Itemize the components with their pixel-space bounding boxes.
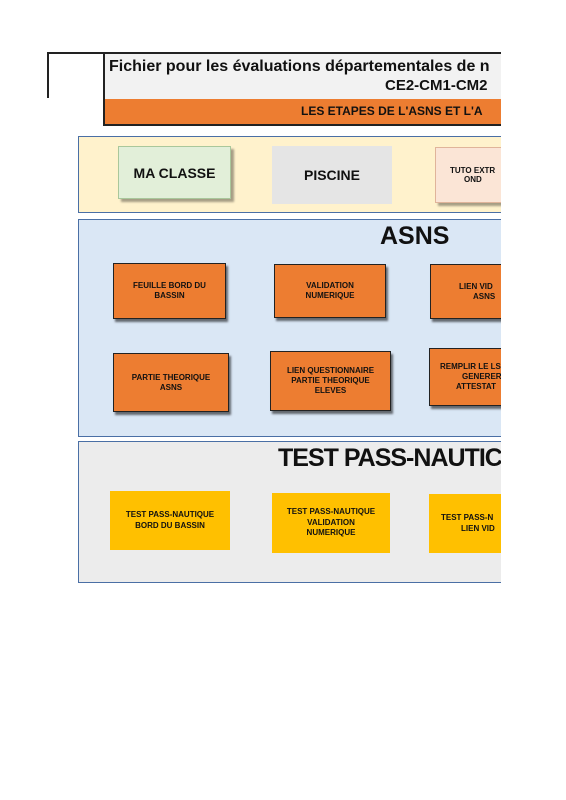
button-label: ATTESTAT bbox=[456, 382, 496, 391]
ma-classe-label: MA CLASSE bbox=[133, 164, 216, 181]
validation-numerique-button[interactable]: VALIDATION NUMERIQUE bbox=[274, 264, 386, 318]
button-label: ELEVES bbox=[314, 386, 347, 395]
button-label: VALIDATION bbox=[307, 517, 355, 527]
tuto-label-line2: OND bbox=[464, 175, 482, 184]
button-label: FEUILLE BORD DU bbox=[133, 281, 206, 290]
top-navigation-section: MA CLASSE PISCINE TUTO EXTR OND bbox=[78, 136, 501, 213]
button-label: VALIDATION bbox=[306, 281, 354, 290]
test-validation-numerique-button[interactable]: TEST PASS-NAUTIQUE VALIDATION NUMERIQUE bbox=[272, 493, 390, 553]
piscine-button[interactable]: PISCINE bbox=[272, 146, 392, 204]
button-label: TEST PASS-NAUTIQUE bbox=[286, 507, 376, 517]
lien-video-asns-button[interactable]: LIEN VID ASNS bbox=[430, 264, 501, 319]
button-label: LIEN VID bbox=[459, 281, 493, 291]
button-label: LIEN QUESTIONNAIRE bbox=[286, 366, 375, 375]
test-lien-video-button[interactable]: TEST PASS-N LIEN VID bbox=[429, 494, 501, 553]
partie-theorique-asns-button[interactable]: PARTIE THEORIQUE ASNS bbox=[113, 353, 229, 412]
asns-section: ASNS FEUILLE BORD DU BASSIN VALIDATION N… bbox=[78, 219, 501, 437]
button-label: NUMERIQUE bbox=[306, 528, 356, 538]
button-label: BORD DU BASSIN bbox=[135, 520, 205, 530]
stages-banner: LES ETAPES DE L'ASNS ET L'A bbox=[103, 99, 501, 126]
remplir-ls-button[interactable]: REMPLIR LE LS GENERER ATTESTAT bbox=[429, 348, 501, 406]
stages-banner-label: LES ETAPES DE L'ASNS ET L'A bbox=[301, 104, 483, 118]
button-label: ASNS bbox=[473, 291, 496, 301]
button-label: NUMERIQUE bbox=[305, 291, 355, 300]
button-label: REMPLIR LE LS bbox=[440, 362, 501, 371]
feuille-bord-bassin-button[interactable]: FEUILLE BORD DU BASSIN bbox=[113, 263, 226, 319]
button-label: ASNS bbox=[159, 382, 183, 392]
ma-classe-button[interactable]: MA CLASSE bbox=[118, 146, 231, 199]
button-label: BASSIN bbox=[154, 291, 185, 300]
button-label: TEST PASS-N bbox=[441, 513, 494, 523]
button-label: LIEN VID bbox=[461, 523, 495, 533]
test-section-title: TEST PASS-NAUTIC bbox=[278, 444, 501, 472]
page-title: Fichier pour les évaluations département… bbox=[109, 58, 490, 75]
button-label: PARTIE THEORIQUE bbox=[291, 376, 370, 385]
lien-questionnaire-button[interactable]: LIEN QUESTIONNAIRE PARTIE THEORIQUE ELEV… bbox=[270, 351, 391, 411]
button-label: TEST PASS-NAUTIQUE bbox=[125, 510, 215, 520]
header-border-top bbox=[47, 52, 104, 54]
tuto-button[interactable]: TUTO EXTR OND bbox=[435, 147, 501, 203]
test-pass-nautique-section: TEST PASS-NAUTIC TEST PASS-NAUTIQUE BORD… bbox=[78, 441, 501, 583]
asns-section-title: ASNS bbox=[380, 222, 450, 250]
page-subtitle: CE2-CM1-CM2 bbox=[385, 77, 488, 94]
tuto-label-line1: TUTO EXTR bbox=[450, 166, 496, 175]
button-label: GENERER bbox=[462, 372, 501, 381]
button-label: PARTIE THEORIQUE bbox=[131, 372, 211, 382]
piscine-label: PISCINE bbox=[303, 167, 360, 183]
header-border-left bbox=[47, 52, 49, 98]
test-bord-bassin-button[interactable]: TEST PASS-NAUTIQUE BORD DU BASSIN bbox=[110, 491, 230, 550]
header-title-cell: Fichier pour les évaluations département… bbox=[103, 52, 501, 99]
